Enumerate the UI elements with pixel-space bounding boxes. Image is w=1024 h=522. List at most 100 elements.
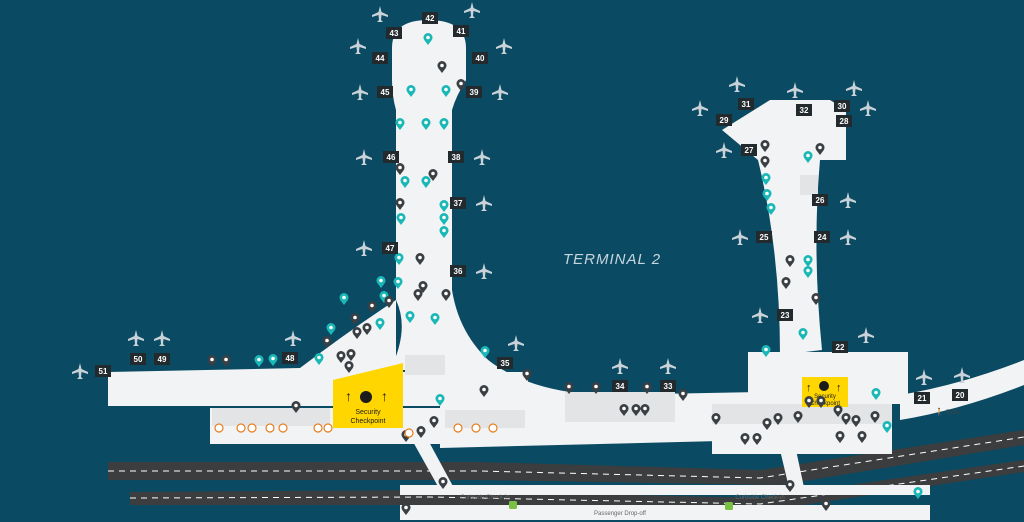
food-shop-icon[interactable]: [437, 61, 447, 73]
food-shop-icon[interactable]: [418, 281, 428, 293]
food-shop-icon[interactable]: [740, 433, 750, 445]
info-amenity-icon[interactable]: [803, 151, 813, 163]
food-shop-icon[interactable]: [833, 405, 843, 417]
food-shop-icon[interactable]: [816, 396, 826, 408]
food-shop-icon[interactable]: [591, 382, 601, 394]
shop-icon[interactable]: [214, 423, 224, 433]
food-shop-icon[interactable]: [395, 163, 405, 175]
food-shop-icon[interactable]: [344, 361, 354, 373]
gate-45[interactable]: 45: [377, 86, 393, 98]
food-shop-icon[interactable]: [773, 413, 783, 425]
shop-icon[interactable]: [247, 423, 257, 433]
gate-20[interactable]: 20: [952, 389, 968, 401]
food-shop-icon[interactable]: [367, 301, 377, 313]
gate-40[interactable]: 40: [472, 52, 488, 64]
food-shop-icon[interactable]: [350, 313, 360, 325]
info-amenity-icon[interactable]: [393, 277, 403, 289]
info-amenity-icon[interactable]: [439, 213, 449, 225]
info-amenity-icon[interactable]: [439, 118, 449, 130]
info-amenity-icon[interactable]: [439, 200, 449, 212]
info-amenity-icon[interactable]: [798, 328, 808, 340]
food-shop-icon[interactable]: [804, 396, 814, 408]
info-amenity-icon[interactable]: [394, 253, 404, 265]
gate-23[interactable]: 23: [777, 309, 793, 321]
shop-icon[interactable]: [471, 423, 481, 433]
info-amenity-icon[interactable]: [421, 118, 431, 130]
food-shop-icon[interactable]: [416, 426, 426, 438]
food-shop-icon[interactable]: [841, 413, 851, 425]
food-shop-icon[interactable]: [322, 336, 332, 348]
food-shop-icon[interactable]: [415, 253, 425, 265]
gate-42[interactable]: 42: [422, 12, 438, 24]
gate-32[interactable]: 32: [796, 104, 812, 116]
food-shop-icon[interactable]: [291, 401, 301, 413]
info-amenity-icon[interactable]: [406, 85, 416, 97]
gate-51[interactable]: 51: [95, 365, 111, 377]
shop-icon[interactable]: [265, 423, 275, 433]
food-shop-icon[interactable]: [564, 382, 574, 394]
gate-24[interactable]: 24: [814, 231, 830, 243]
gate-29[interactable]: 29: [716, 114, 732, 126]
food-shop-icon[interactable]: [640, 404, 650, 416]
info-amenity-icon[interactable]: [396, 213, 406, 225]
shop-icon[interactable]: [404, 428, 414, 438]
info-amenity-icon[interactable]: [803, 266, 813, 278]
food-shop-icon[interactable]: [428, 169, 438, 181]
gate-50[interactable]: 50: [130, 353, 146, 365]
gate-49[interactable]: 49: [154, 353, 170, 365]
info-amenity-icon[interactable]: [480, 346, 490, 358]
gate-37[interactable]: 37: [450, 197, 466, 209]
gate-36[interactable]: 36: [450, 265, 466, 277]
food-shop-icon[interactable]: [522, 369, 532, 381]
food-shop-icon[interactable]: [631, 404, 641, 416]
food-shop-icon[interactable]: [395, 198, 405, 210]
food-shop-icon[interactable]: [815, 143, 825, 155]
gate-33[interactable]: 33: [660, 380, 676, 392]
info-amenity-icon[interactable]: [254, 355, 264, 367]
info-amenity-icon[interactable]: [439, 226, 449, 238]
food-shop-icon[interactable]: [207, 355, 217, 367]
gate-26[interactable]: 26: [812, 194, 828, 206]
info-amenity-icon[interactable]: [375, 318, 385, 330]
food-shop-icon[interactable]: [384, 296, 394, 308]
shop-icon[interactable]: [313, 423, 323, 433]
food-shop-icon[interactable]: [401, 503, 411, 515]
gate-25[interactable]: 25: [756, 231, 772, 243]
food-shop-icon[interactable]: [711, 413, 721, 425]
food-shop-icon[interactable]: [811, 293, 821, 305]
info-amenity-icon[interactable]: [761, 173, 771, 185]
food-shop-icon[interactable]: [851, 415, 861, 427]
food-shop-icon[interactable]: [441, 289, 451, 301]
shop-icon[interactable]: [278, 423, 288, 433]
info-amenity-icon[interactable]: [761, 345, 771, 357]
info-amenity-icon[interactable]: [405, 311, 415, 323]
info-amenity-icon[interactable]: [430, 313, 440, 325]
gate-48[interactable]: 48: [282, 352, 298, 364]
gate-28[interactable]: 28: [836, 115, 852, 127]
gate-21[interactable]: 21: [914, 392, 930, 404]
gate-27[interactable]: 27: [741, 144, 757, 156]
gate-41[interactable]: 41: [453, 25, 469, 37]
info-amenity-icon[interactable]: [326, 323, 336, 335]
food-shop-icon[interactable]: [785, 480, 795, 492]
gate-46[interactable]: 46: [383, 151, 399, 163]
info-amenity-icon[interactable]: [314, 353, 324, 365]
gate-34[interactable]: 34: [612, 380, 628, 392]
food-shop-icon[interactable]: [346, 349, 356, 361]
food-shop-icon[interactable]: [760, 140, 770, 152]
info-amenity-icon[interactable]: [803, 255, 813, 267]
info-amenity-icon[interactable]: [441, 85, 451, 97]
food-shop-icon[interactable]: [752, 433, 762, 445]
info-amenity-icon[interactable]: [400, 176, 410, 188]
food-shop-icon[interactable]: [760, 156, 770, 168]
food-shop-icon[interactable]: [362, 323, 372, 335]
food-shop-icon[interactable]: [479, 385, 489, 397]
info-amenity-icon[interactable]: [913, 487, 923, 499]
info-amenity-icon[interactable]: [339, 293, 349, 305]
info-amenity-icon[interactable]: [882, 421, 892, 433]
food-shop-icon[interactable]: [835, 431, 845, 443]
info-amenity-icon[interactable]: [268, 354, 278, 366]
gate-35[interactable]: 35: [497, 357, 513, 369]
food-shop-icon[interactable]: [857, 431, 867, 443]
food-shop-icon[interactable]: [413, 289, 423, 301]
